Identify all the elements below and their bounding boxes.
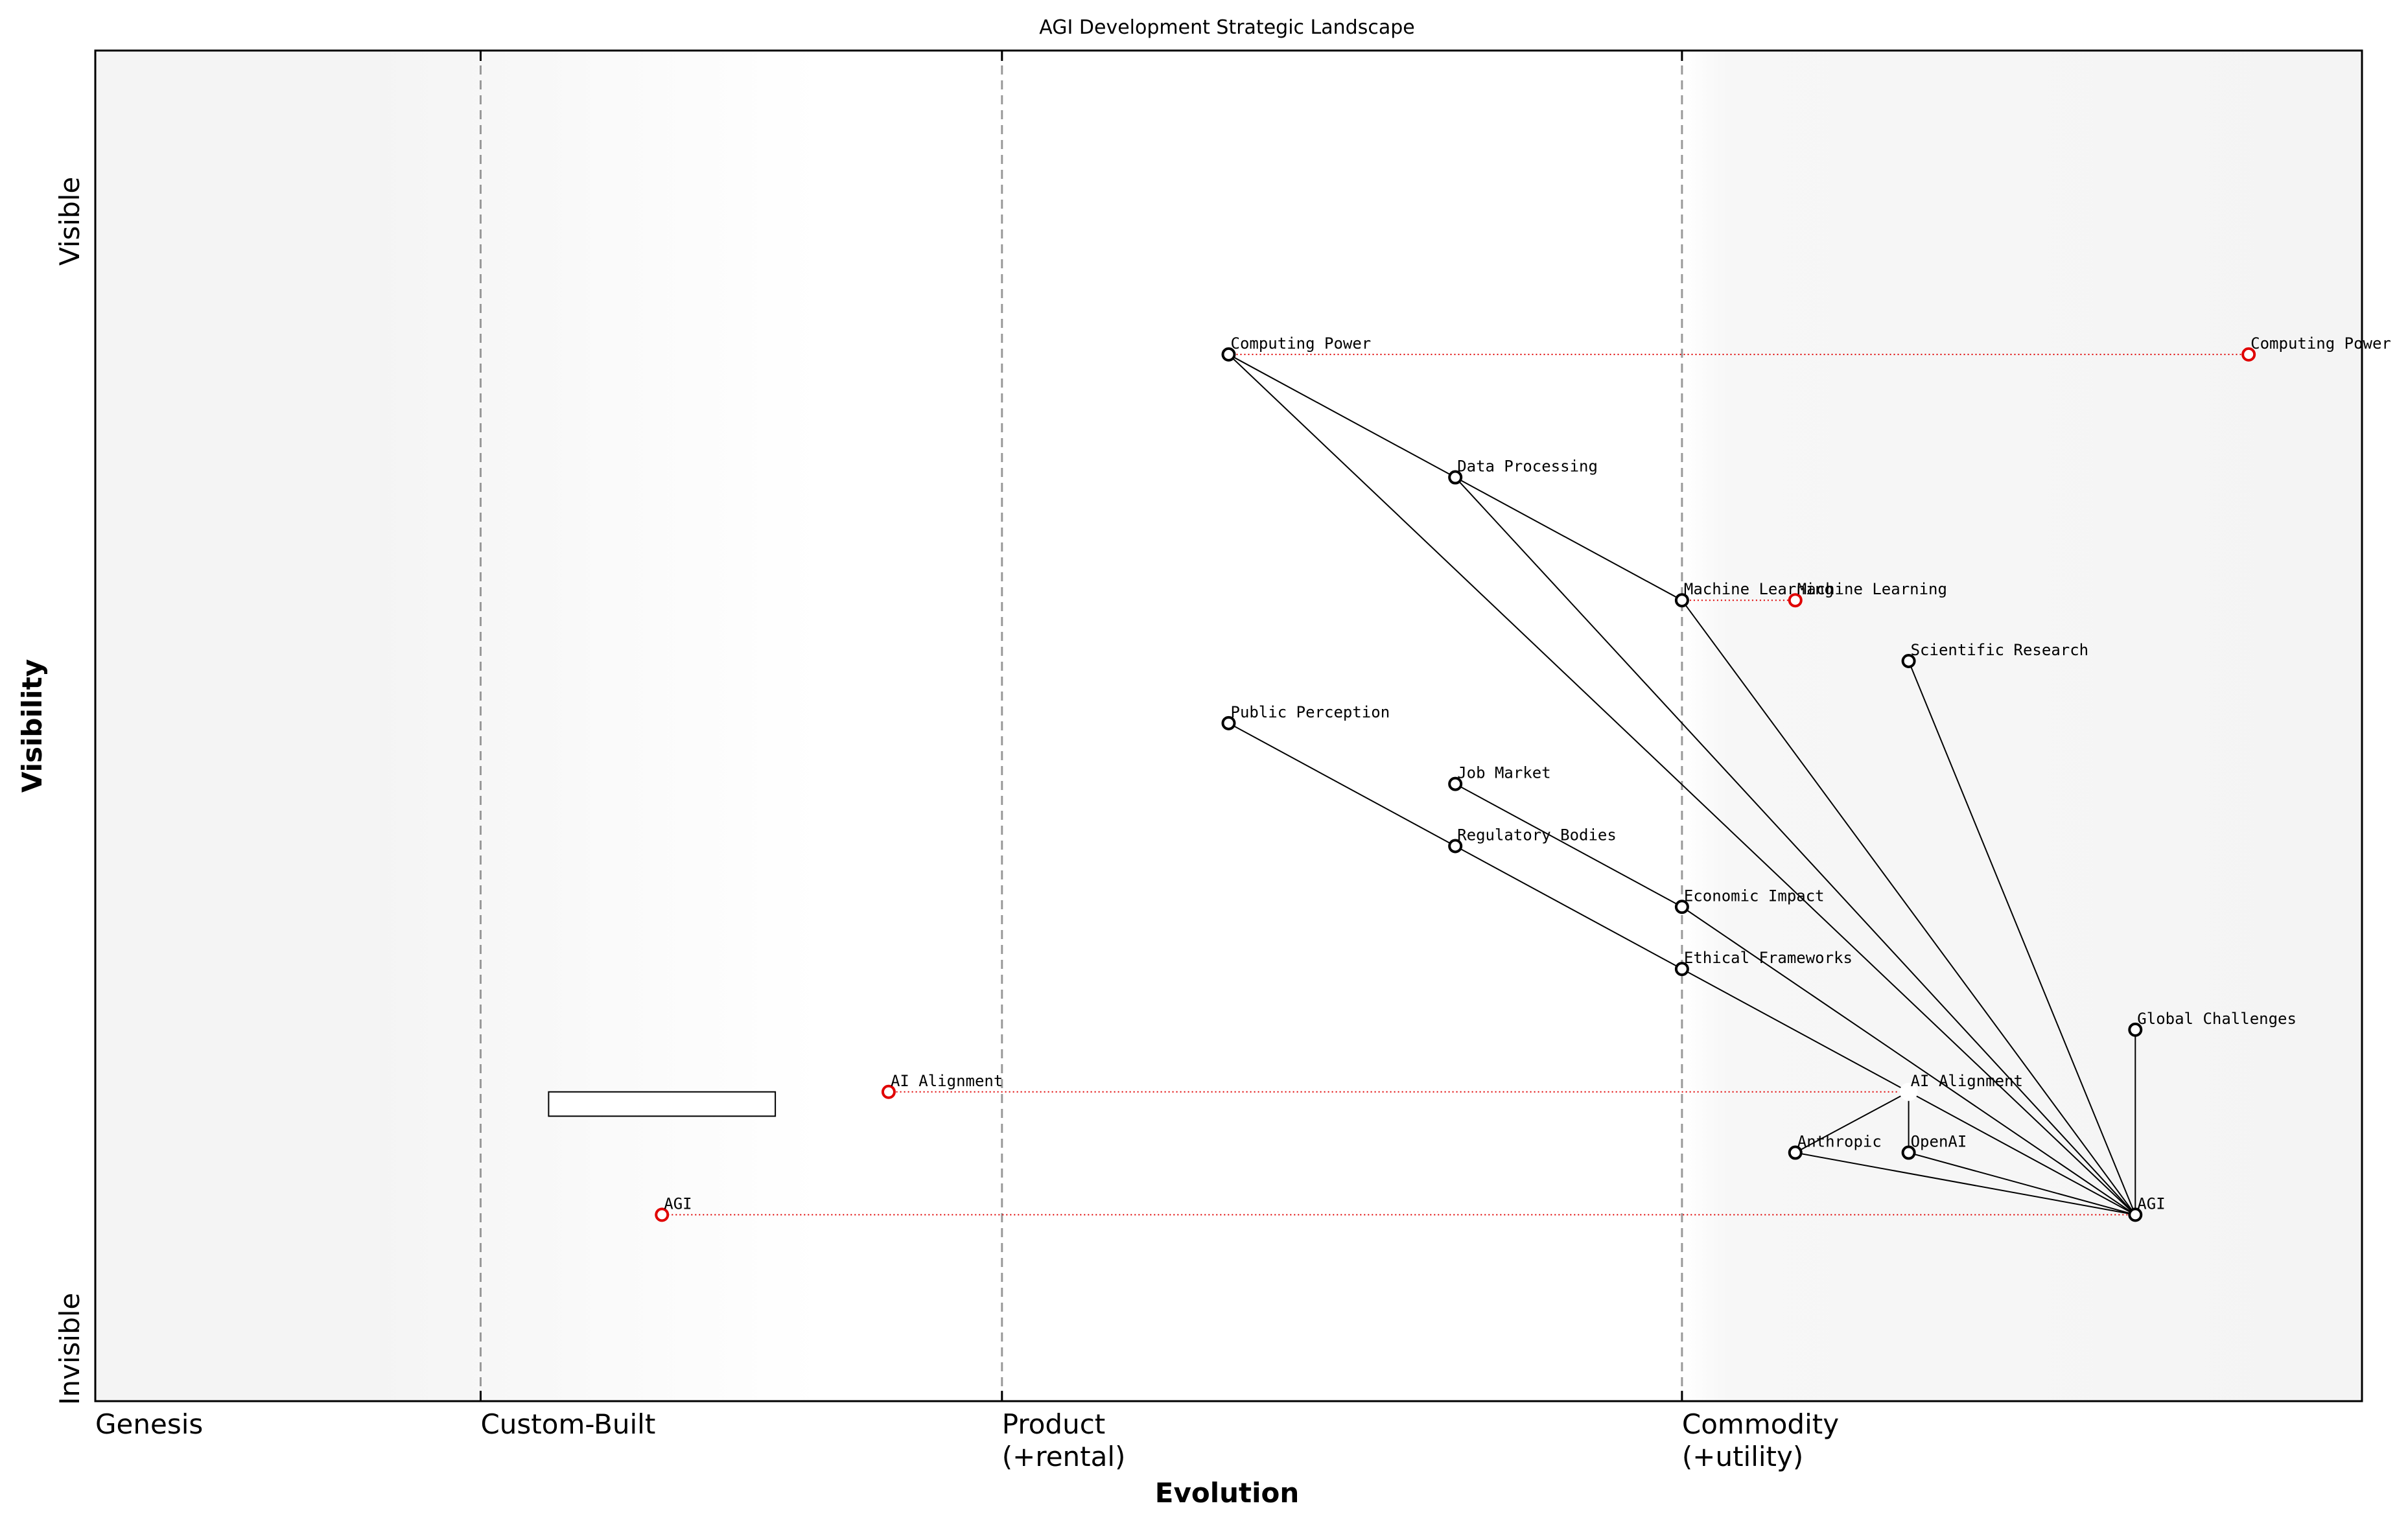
stage-label-line: Product bbox=[1002, 1408, 1105, 1440]
openai-label: OpenAI bbox=[1911, 1133, 1967, 1151]
agi-evolved-label: AGI bbox=[664, 1194, 692, 1213]
regulatory-bodies-label: Regulatory Bodies bbox=[1457, 826, 1617, 844]
stage-label-0: Genesis bbox=[95, 1408, 203, 1440]
job-market-node[interactable] bbox=[1448, 776, 1463, 791]
machine-learning-label: Machine Learning bbox=[1684, 580, 1834, 598]
dependency-line-openai-agi bbox=[1908, 1152, 2136, 1216]
plot-frame bbox=[94, 49, 2363, 1402]
economic-impact-label: Economic Impact bbox=[1684, 887, 1825, 905]
evolution-lines bbox=[662, 353, 2249, 1216]
machine-learning-node[interactable] bbox=[1674, 593, 1689, 608]
public-perception-node[interactable] bbox=[1221, 715, 1236, 730]
global-challenges-label: Global Challenges bbox=[2137, 1010, 2297, 1028]
x-axis-title: Evolution bbox=[1155, 1477, 1299, 1509]
map-title: AGI Development Strategic Landscape bbox=[1039, 16, 1414, 39]
dependency-lines bbox=[1228, 354, 2136, 1216]
dependency-line-ai-alignment-anthropic bbox=[1795, 1091, 1910, 1154]
stage-label-line: Genesis bbox=[95, 1408, 203, 1440]
stage-dividers bbox=[479, 51, 1683, 1401]
dependency-line-data-processing-machine-learning bbox=[1455, 476, 1683, 601]
component-nodes bbox=[655, 347, 2256, 1222]
dependency-line-economic-impact-agi bbox=[1681, 906, 2136, 1216]
public-perception-label: Public Perception bbox=[1231, 703, 1390, 721]
computing-power-node[interactable] bbox=[1221, 347, 1236, 362]
dependency-line-job-market-economic-impact bbox=[1455, 783, 1683, 908]
dependency-line-computing-power-data-processing bbox=[1228, 354, 1456, 478]
stage-label-line: Commodity bbox=[1682, 1408, 1839, 1440]
global-challenges-node[interactable] bbox=[2128, 1022, 2143, 1037]
computing-power-evolved-node[interactable] bbox=[2241, 347, 2256, 362]
dependency-line-ethical-frameworks-ai-alignment bbox=[1681, 968, 1910, 1093]
agi-node[interactable] bbox=[2128, 1207, 2143, 1222]
ethical-frameworks-node[interactable] bbox=[1674, 962, 1689, 977]
regulatory-bodies-node[interactable] bbox=[1448, 839, 1463, 854]
economic-impact-node[interactable] bbox=[1674, 900, 1689, 914]
stage-label-2: Product(+rental) bbox=[1002, 1408, 1126, 1472]
anthropic-label: Anthropic bbox=[1797, 1133, 1882, 1151]
data-processing-label: Data Processing bbox=[1457, 458, 1598, 476]
y-axis-bottom-label: Invisible bbox=[54, 1293, 86, 1405]
y-axis-title: Visibility bbox=[16, 659, 48, 793]
stage-label-3: Commodity(+utility) bbox=[1682, 1408, 1839, 1472]
anthropic-node[interactable] bbox=[1788, 1145, 1803, 1160]
ai-alignment-node[interactable] bbox=[1899, 1082, 1918, 1101]
annotation-layer bbox=[548, 1091, 777, 1117]
annotation-box bbox=[548, 1091, 777, 1117]
scientific-research-node[interactable] bbox=[1901, 653, 1916, 668]
dependency-line-computing-power-agi bbox=[1228, 354, 2136, 1216]
dependency-line-data-processing-agi bbox=[1455, 476, 2136, 1216]
computing-power-evolved-label: Computing Power bbox=[2250, 334, 2391, 353]
data-processing-node[interactable] bbox=[1448, 470, 1463, 485]
stage-label-line: (+rental) bbox=[1002, 1441, 1126, 1472]
scientific-research-label: Scientific Research bbox=[1911, 641, 2089, 659]
agi-label: AGI bbox=[2137, 1194, 2165, 1213]
machine-learning-evolved-node[interactable] bbox=[1788, 593, 1803, 608]
stage-label-line: (+utility) bbox=[1682, 1441, 1803, 1472]
ai-alignment-evolved-node[interactable] bbox=[881, 1084, 896, 1099]
dependency-line-regulatory-bodies-ethical-frameworks bbox=[1455, 845, 1683, 970]
dependency-line-ai-alignment-agi bbox=[1908, 1091, 2136, 1216]
machine-learning-evolved-label: Machine Learning bbox=[1797, 580, 1947, 598]
ethical-frameworks-label: Ethical Frameworks bbox=[1684, 949, 1853, 967]
openai-node[interactable] bbox=[1901, 1145, 1916, 1160]
dependency-line-public-perception-regulatory-bodies bbox=[1228, 722, 1456, 847]
dependency-line-machine-learning-agi bbox=[1681, 599, 2136, 1216]
ai-alignment-evolved-label: AI Alignment bbox=[891, 1072, 1003, 1090]
agi-evolved-node[interactable] bbox=[655, 1207, 670, 1222]
dependency-line-scientific-research-agi bbox=[1908, 660, 2136, 1215]
job-market-label: Job Market bbox=[1457, 764, 1551, 782]
evolution-stage-labels: Genesis Custom-Built Product(+rental) Commo… bbox=[95, 1408, 1839, 1472]
stage-label-1: Custom-Built bbox=[480, 1408, 655, 1440]
dependency-line-anthropic-agi bbox=[1795, 1152, 2136, 1216]
stage-label-line: Custom-Built bbox=[480, 1408, 655, 1440]
y-axis-top-label: Visible bbox=[54, 177, 86, 266]
computing-power-label: Computing Power bbox=[1231, 334, 1372, 353]
ai-alignment-label: AI Alignment bbox=[1911, 1072, 2023, 1090]
